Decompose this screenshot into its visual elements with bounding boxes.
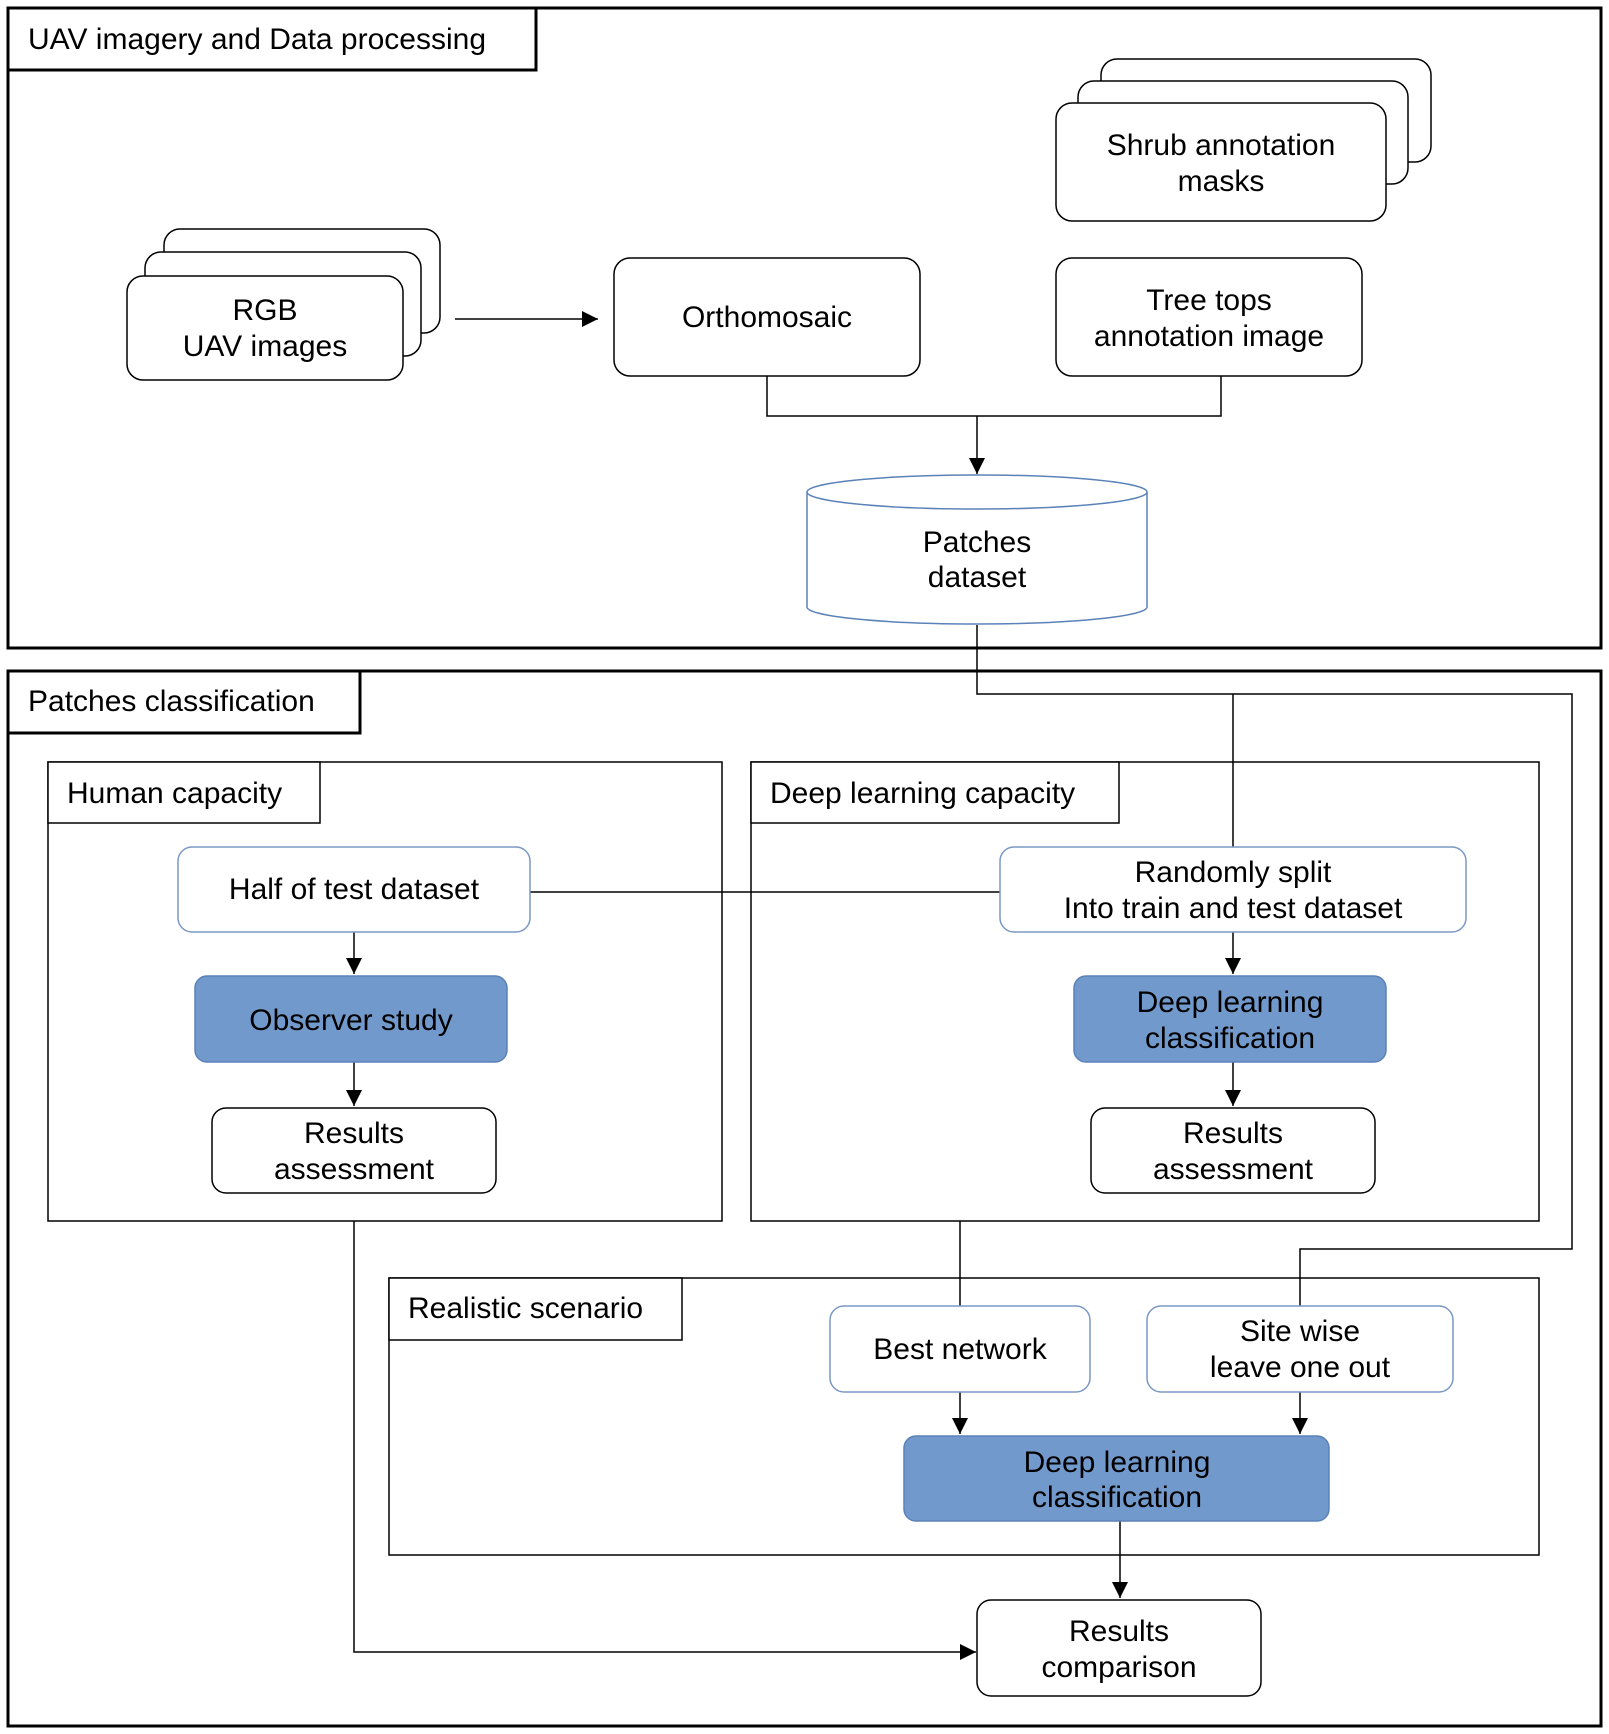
observer-study-node: Observer study: [194, 975, 508, 1063]
results-comp-line1: Results: [1069, 1615, 1169, 1648]
results-comparison-node: Results comparison: [976, 1599, 1262, 1697]
results-h-line2: assessment: [274, 1153, 435, 1186]
shrub-label-line1: Shrub annotation: [1107, 129, 1336, 162]
rgb-uav-images-node: RGB UAV images: [126, 228, 441, 381]
dl-class2-line1: Deep learning: [1024, 1446, 1211, 1479]
treetops-label-line2: annotation image: [1094, 320, 1324, 353]
realistic-scenario-panel: Realistic scenario: [388, 1277, 1540, 1556]
results-h-line1: Results: [304, 1117, 404, 1150]
observer-study-label: Observer study: [249, 1004, 452, 1037]
split-label-line2: Into train and test dataset: [1064, 892, 1403, 925]
results-assessment-deep-node: Results assessment: [1090, 1107, 1376, 1194]
half-test-label: Half of test dataset: [229, 873, 480, 906]
section-uav-processing: UAV imagery and Data processing: [6, 6, 1603, 650]
section-patches-classification: Patches classification: [6, 669, 1603, 1728]
site-wise-line2: leave one out: [1210, 1351, 1391, 1384]
orthomosaic-node: Orthomosaic: [613, 257, 921, 377]
best-network-node: Best network: [829, 1305, 1091, 1393]
human-capacity-title: Human capacity: [67, 777, 282, 810]
patches-dataset-node: Patches dataset: [806, 474, 1148, 625]
dl-class-line2: classification: [1145, 1022, 1315, 1055]
random-split-node: Randomly split Into train and test datas…: [999, 846, 1467, 933]
treetops-label-line1: Tree tops: [1146, 284, 1272, 317]
results-d-line1: Results: [1183, 1117, 1283, 1150]
shrub-label-line2: masks: [1178, 165, 1265, 198]
section-patches-title: Patches classification: [28, 685, 315, 718]
dl-class2-line2: classification: [1032, 1481, 1202, 1514]
best-network-label: Best network: [873, 1333, 1047, 1366]
dl-class-line1: Deep learning: [1137, 986, 1324, 1019]
tree-tops-annotation-node: Tree tops annotation image: [1055, 257, 1363, 377]
deep-learning-classification-node: Deep learning classification: [1073, 975, 1387, 1063]
deep-capacity-title: Deep learning capacity: [770, 777, 1075, 810]
patches-dataset-line2: dataset: [928, 561, 1027, 594]
realistic-scenario-title: Realistic scenario: [408, 1292, 643, 1325]
deep-learning-classification-realistic-node: Deep learning classification: [903, 1435, 1330, 1522]
uav-connectors: [455, 311, 1222, 474]
human-capacity-panel: Human capacity: [47, 761, 723, 1222]
orthomosaic-label: Orthomosaic: [682, 301, 852, 334]
results-d-line2: assessment: [1153, 1153, 1314, 1186]
rgb-label-line2: UAV images: [183, 330, 348, 363]
split-label-line1: Randomly split: [1135, 856, 1332, 889]
results-comp-line2: comparison: [1041, 1651, 1196, 1684]
site-wise-node: Site wise leave one out: [1146, 1305, 1454, 1393]
deep-learning-capacity-panel: Deep learning capacity: [750, 761, 1540, 1222]
site-wise-line1: Site wise: [1240, 1315, 1360, 1348]
section-uav-title: UAV imagery and Data processing: [28, 23, 486, 56]
half-test-dataset-node: Half of test dataset: [177, 846, 531, 933]
classification-connectors: [346, 625, 1573, 1660]
rgb-label-line1: RGB: [232, 294, 297, 327]
patches-dataset-line1: Patches: [923, 526, 1031, 559]
shrub-annotation-masks-node: Shrub annotation masks: [1055, 58, 1432, 222]
results-assessment-human-node: Results assessment: [211, 1107, 497, 1194]
